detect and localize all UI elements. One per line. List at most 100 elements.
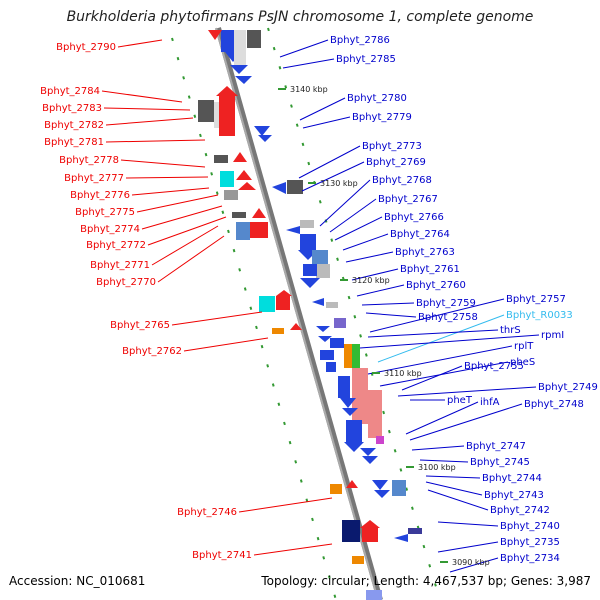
right-leader-line (298, 145, 361, 179)
scale-tick-label: 3120 kbp (352, 276, 390, 285)
right-leader-line (302, 116, 351, 129)
right-gene-label[interactable]: Bphyt_2779 (352, 112, 412, 123)
right-leader-line (301, 161, 365, 192)
right-gene-label[interactable]: Bphyt_2766 (384, 212, 444, 223)
right-gene-label[interactable]: pheT (447, 395, 473, 406)
left-gene-label[interactable]: Bphyt_2777 (64, 173, 124, 184)
right-gene-label[interactable]: Bphyt_2773 (362, 141, 422, 152)
right-gene-label[interactable]: ihfA (480, 397, 500, 408)
right-leader-line (282, 58, 335, 69)
genome-summary: Topology: circular; Length: 4,467,537 bp… (261, 574, 591, 588)
right-leader-line (361, 302, 415, 306)
left-gene-label[interactable]: Bphyt_2776 (70, 190, 130, 201)
left-gene-label[interactable]: Bphyt_2765 (110, 320, 170, 331)
left-leader-line (131, 187, 210, 196)
left-leader-line (238, 497, 333, 513)
map-title: Burkholderia phytofirmans PsJN chromosom… (66, 9, 534, 25)
left-gene-label[interactable]: Bphyt_2746 (177, 507, 237, 518)
right-leader-line (356, 284, 405, 297)
gene-labels: Bphyt_2790Bphyt_2784Bphyt_2783Bphyt_2782… (40, 35, 598, 564)
right-gene-label[interactable]: Bphyt_2767 (378, 194, 438, 205)
accession-label: Accession: NC_010681 (9, 574, 146, 588)
left-leader-line (105, 117, 194, 126)
right-gene-label[interactable]: Bphyt_2749 (538, 382, 598, 393)
gene-features (198, 30, 422, 600)
right-leader-line (365, 312, 417, 318)
right-leader-line (437, 521, 499, 527)
right-gene-label[interactable]: Bphyt_2761 (400, 264, 460, 275)
left-gene-label[interactable]: Bphyt_2782 (44, 120, 104, 131)
right-gene-label[interactable]: rplT (514, 341, 534, 352)
right-gene-label[interactable]: Bphyt_2760 (406, 280, 466, 291)
right-leader-line (401, 365, 463, 391)
right-leader-line (419, 459, 469, 463)
genome-backbone (215, 27, 383, 600)
right-gene-label[interactable]: Bphyt_R0033 (506, 310, 573, 321)
left-gene-label[interactable]: Bphyt_2778 (59, 155, 119, 166)
left-gene-label[interactable]: Bphyt_2741 (192, 550, 252, 561)
right-gene-label[interactable]: Bphyt_2757 (506, 294, 566, 305)
left-gene-label[interactable]: Bphyt_2790 (56, 42, 116, 53)
genome-backbone-highlight (215, 27, 379, 600)
left-leader-line (157, 235, 225, 283)
right-gene-label[interactable]: Bphyt_2780 (347, 93, 407, 104)
scale-tick-label: 3140 kbp (290, 85, 328, 94)
right-leader-line (425, 481, 483, 496)
right-gene-label[interactable]: Bphyt_2764 (390, 229, 450, 240)
scale-tick-label: 3090 kbp (452, 558, 490, 567)
left-leader-line (136, 194, 219, 213)
left-gene-label[interactable]: Bphyt_2770 (96, 277, 156, 288)
right-leader-line (427, 489, 489, 511)
right-leader-line (345, 251, 394, 263)
right-leader-line (409, 403, 523, 441)
right-gene-label[interactable]: Bphyt_2769 (366, 157, 426, 168)
right-leader-line (319, 179, 371, 227)
right-gene-label[interactable]: Bphyt_2744 (482, 473, 542, 484)
right-leader-line (329, 198, 377, 233)
right-gene-label[interactable]: Bphyt_2786 (330, 35, 390, 46)
right-leader-line (405, 401, 479, 435)
right-leader-line (351, 268, 399, 281)
right-gene-label[interactable]: Bphyt_2748 (524, 399, 584, 410)
left-gene-label[interactable]: Bphyt_2774 (80, 224, 140, 235)
left-leader-line (253, 543, 333, 556)
scale-tick-label: 3100 kbp (418, 463, 456, 472)
right-gene-label[interactable]: rpmI (541, 330, 564, 341)
left-gene-label[interactable]: Bphyt_2784 (40, 86, 100, 97)
right-gene-label[interactable]: pheS (510, 357, 535, 368)
right-leader-line (379, 361, 509, 387)
right-leader-line (397, 386, 537, 397)
right-leader-line (411, 445, 465, 451)
right-gene-label[interactable]: Bphyt_2759 (416, 298, 476, 309)
right-leader-line (367, 329, 499, 338)
right-gene-label[interactable]: Bphyt_2785 (336, 54, 396, 65)
right-gene-label[interactable]: thrS (500, 325, 521, 336)
right-gene-label[interactable]: Bphyt_2740 (500, 521, 560, 532)
scale-ticks: 3140 kbp 3130 kbp 3120 kbp 3110 kbp 3100 kbp… (278, 85, 490, 567)
right-gene-label[interactable]: Bphyt_2743 (484, 490, 544, 501)
right-leader-line (342, 233, 389, 251)
right-gene-label[interactable]: Bphyt_2745 (470, 457, 530, 468)
right-leader-line (367, 345, 513, 375)
left-gene-label[interactable]: Bphyt_2781 (44, 137, 104, 148)
left-leader-line (117, 39, 163, 48)
right-gene-label[interactable]: Bphyt_2763 (395, 247, 455, 258)
scale-tick-label: 3110 kbp (384, 369, 422, 378)
right-leader-line (425, 475, 481, 479)
right-gene-label[interactable]: Bphyt_2758 (418, 312, 478, 323)
left-gene-label[interactable]: Bphyt_2762 (122, 346, 182, 357)
right-gene-label[interactable]: Bphyt_2734 (500, 553, 560, 564)
left-gene-label[interactable]: Bphyt_2783 (42, 103, 102, 114)
left-gene-label[interactable]: Bphyt_2772 (86, 240, 146, 251)
right-leader-line (369, 298, 505, 333)
right-gene-label[interactable]: Bphyt_2768 (372, 175, 432, 186)
left-leader-line (103, 107, 191, 111)
right-leader-line (449, 557, 499, 573)
right-gene-label[interactable]: Bphyt_2755 (464, 361, 524, 372)
right-gene-label[interactable]: Bphyt_2747 (466, 441, 526, 452)
left-gene-label[interactable]: Bphyt_2771 (90, 260, 150, 271)
scale-tick-label: 3130 kbp (320, 179, 358, 188)
right-gene-label[interactable]: Bphyt_2742 (490, 505, 550, 516)
right-gene-label[interactable]: Bphyt_2735 (500, 537, 560, 548)
left-gene-label[interactable]: Bphyt_2775 (75, 207, 135, 218)
